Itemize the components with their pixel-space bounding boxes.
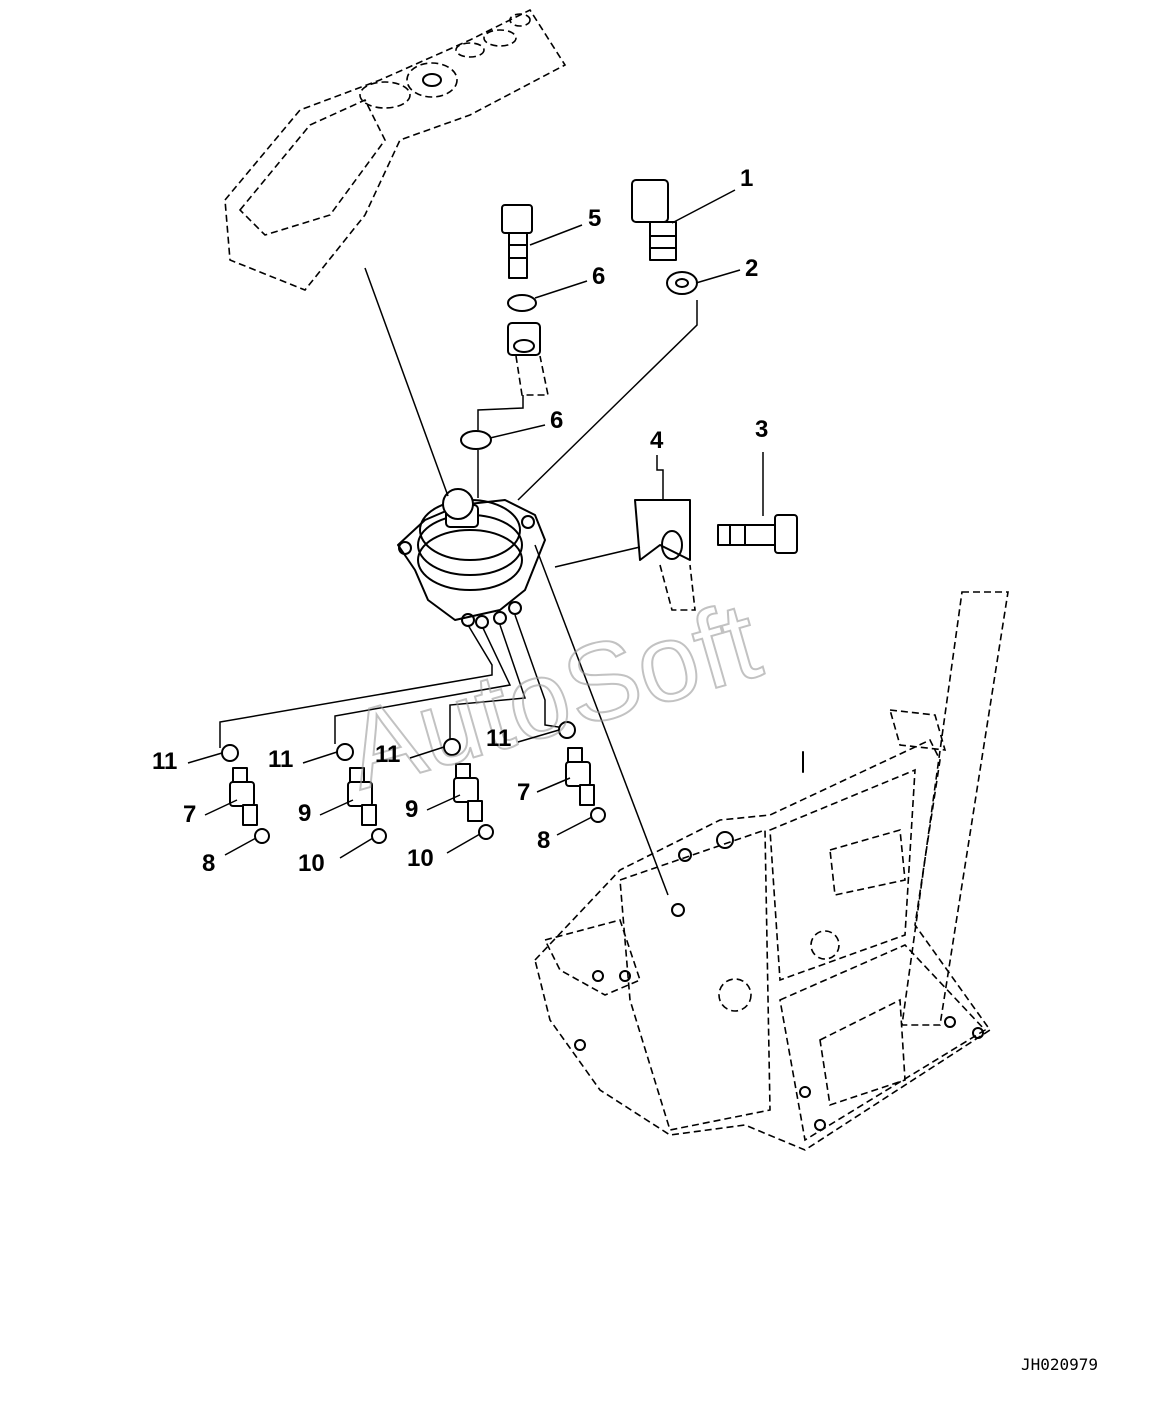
fitting-7: [565, 747, 595, 806]
o-ring-10: [371, 828, 387, 844]
callout-4: 4: [650, 427, 664, 454]
callout-9: 9: [298, 800, 311, 827]
callout-11: 11: [375, 741, 400, 768]
bracket-4: [634, 499, 696, 611]
o-ring-11: [221, 744, 239, 762]
frame-stand: [534, 591, 1009, 1151]
fitting-7: [229, 767, 258, 826]
o-ring-10: [478, 824, 494, 840]
callout-11: 11: [152, 748, 177, 775]
washer-2: [666, 271, 698, 295]
callout-1: 1: [740, 165, 753, 192]
callout-9: 9: [405, 796, 418, 823]
callout-5: 5: [588, 205, 601, 232]
console-housing: [224, 8, 567, 291]
callout-11: 11: [268, 746, 293, 773]
fitting-9: [453, 763, 483, 822]
o-ring-6-upper: [507, 294, 537, 312]
callout-6: 6: [592, 263, 605, 290]
adapter-fitting: [507, 322, 549, 396]
o-ring-8: [590, 807, 606, 823]
callout-7: 7: [517, 779, 530, 806]
callout-8: 8: [537, 827, 550, 854]
callout-labels: 1 2 3 4 5 6 6 11 11 11 11 7 9 9 7 8 10 1…: [152, 165, 768, 877]
o-ring-8: [254, 828, 270, 844]
callout-3: 3: [755, 416, 768, 443]
bolt-1: [631, 179, 677, 261]
bolt-3: [717, 514, 798, 554]
fitting-9: [347, 767, 377, 826]
callout-10: 10: [298, 850, 325, 877]
callout-8: 8: [202, 850, 215, 877]
callout-6: 6: [550, 407, 563, 434]
watermark-text: AutoSoft: [333, 579, 773, 814]
control-valve: [397, 488, 546, 629]
callout-10: 10: [407, 845, 434, 872]
callout-7: 7: [183, 801, 196, 828]
bolt-5: [501, 204, 533, 279]
callout-11: 11: [486, 725, 511, 752]
callout-2: 2: [745, 255, 758, 282]
o-ring-6-lower: [460, 430, 492, 450]
drawing-number: JH020979: [1021, 1355, 1098, 1374]
